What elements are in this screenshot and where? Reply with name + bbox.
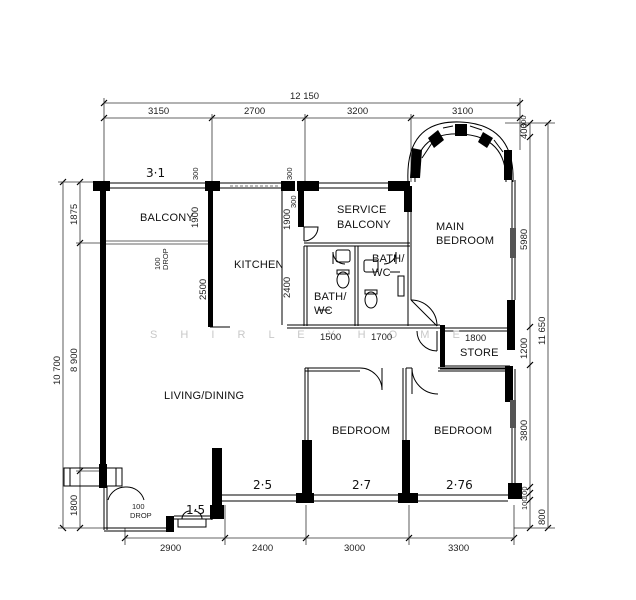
outer-walls [63,180,522,532]
label-kitchen: KITCHEN [234,259,284,271]
dim-bottom-1: 2900 [160,543,181,554]
annot-window-2-76: 2·76 [446,478,473,492]
watermark: S H I R L E Y H O M E [150,329,470,341]
dim-top-4: 3100 [452,106,473,117]
label-bath-right-1: BATH/ [372,253,405,265]
dim-int-1800: 1800 [465,333,486,344]
annot-window-1-5: 1·5 [186,503,205,517]
bay-window [407,121,514,183]
label-main-bedroom-2: BEDROOM [436,235,494,247]
label-main-bedroom-1: MAIN [436,221,464,233]
label-bath-right-2: WC [372,267,391,279]
dim-int-1900-a: 1900 [190,207,201,228]
dim-top-1: 3150 [148,106,169,117]
handwritten-annotations: 3·1 2·5 2·7 2·76 1·5 100 DROP 100 DROP [130,166,473,520]
annot-drop-top-2: DROP [161,248,170,270]
label-service-balcony-1: SERVICE [337,204,387,216]
label-service-balcony-2: BALCONY [337,219,391,231]
dim-right-5: 100 [520,486,529,499]
dim-left-1: 1875 [69,204,80,225]
dim-bottom-2: 2400 [252,543,273,554]
dim-int-2500: 2500 [198,279,209,300]
label-bath-left-2: WC [314,305,333,317]
bottom-dimensions: 2900 2400 3000 3300 [121,505,518,554]
label-store: STORE [460,347,499,359]
label-bath-left-1: BATH/ [314,291,347,303]
dim-right-7: 800 [537,509,548,525]
dim-left-3: 1800 [69,495,80,516]
room-labels: BALCONY KITCHEN SERVICE BALCONY MAIN BED… [140,204,499,437]
label-balcony: BALCONY [140,212,194,224]
dim-left-outer: 10 700 [52,356,63,385]
dim-int-300-b: 300 [285,167,294,180]
label-living-dining: LIVING/DINING [164,390,244,402]
interior-dimensions: 1500 1700 1800 1900 2500 2400 300 300 19… [190,115,528,344]
annot-window-2-5: 2·5 [253,478,272,492]
label-bedroom-1: BEDROOM [332,425,390,437]
annot-window-2-7: 2·7 [352,478,371,492]
left-dimensions: 10 700 1875 8 900 1800 [52,178,125,532]
dim-left-2: 8 900 [69,348,80,372]
dim-int-1900-b: 1900 [282,209,293,230]
dim-top-total: 12 150 [290,91,319,102]
dim-int-2400: 2400 [282,277,293,298]
dim-right-3: 1200 [519,338,530,359]
dim-int-300-a: 300 [191,167,200,180]
dim-bottom-4: 3300 [448,543,469,554]
sanitary-fixtures [318,249,405,311]
dim-right-1: 400 [519,123,530,139]
dim-bottom-3: 3000 [344,543,365,554]
dim-int-300-c: 300 [289,195,298,208]
dim-int-1500: 1500 [320,332,341,343]
label-bedroom-2: BEDROOM [434,425,492,437]
right-dimensions: 11 650 400 5980 1200 3800 100 100 800 [505,119,555,532]
dim-right-4: 3800 [519,420,530,441]
doors [107,226,439,528]
annot-drop-bottom-2: DROP [130,511,152,520]
dim-int-300-d: 300 [519,115,528,128]
dim-top-3: 3200 [347,106,368,117]
annot-drop-bottom-1: 100 [132,502,145,511]
annot-drop-top-1: 100 [153,257,162,270]
dim-top-2: 2700 [244,106,265,117]
dim-right-outer: 11 650 [537,317,548,345]
dim-right-2: 5980 [519,229,530,250]
dim-int-1700: 1700 [371,332,392,343]
annot-balcony-width: 3·1 [146,166,165,180]
dim-right-6: 100 [520,497,529,510]
